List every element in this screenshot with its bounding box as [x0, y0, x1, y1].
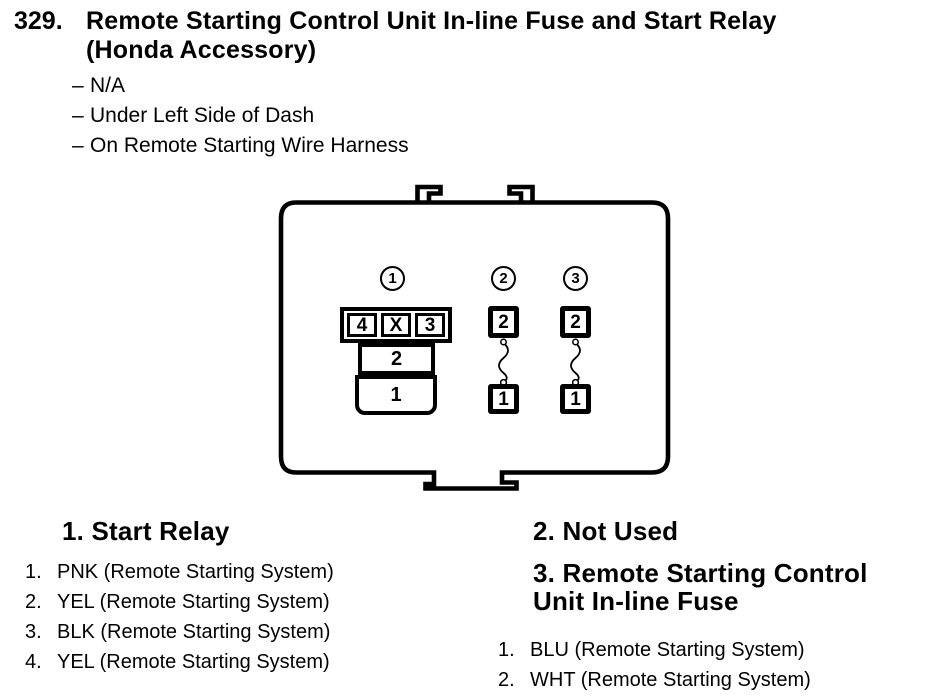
fuse-wire-connector3 — [570, 342, 581, 383]
location-note-text: N/A — [90, 74, 126, 97]
page-title-line2: (Honda Accessory) — [86, 36, 317, 64]
pin-wire-color: BLK (Remote Starting System) — [57, 621, 331, 643]
inline-fuse-pin-list: 1. BLU (Remote Starting System) 2. WHT (… — [498, 635, 811, 695]
page-title-line1: Remote Starting Control Unit In-line Fus… — [86, 7, 777, 35]
pin-number: 2. — [498, 669, 515, 691]
pin-list-item: 2. YEL (Remote Starting System) — [25, 587, 334, 617]
pin-number: 1. — [25, 561, 42, 583]
dash-bullet: – — [72, 104, 84, 127]
pin-wire-color: YEL (Remote Starting System) — [57, 591, 330, 613]
pin-list-item: 3. BLK (Remote Starting System) — [25, 617, 334, 647]
location-note-text: Under Left Side of Dash — [90, 104, 315, 127]
pin-number: 1. — [498, 639, 515, 661]
legend-heading-inline-fuse-line2: Unit In-line Fuse — [533, 586, 739, 616]
pin-list-item: 1. BLU (Remote Starting System) — [498, 635, 811, 665]
connector3-pin-2: 2 — [560, 306, 591, 338]
pin-list-item: 1. PNK (Remote Starting System) — [25, 557, 334, 587]
connector2-label: 2 — [491, 266, 516, 291]
location-notes: – N/A – Under Left Side of Dash – On Rem… — [72, 71, 409, 161]
connector1-pin-4: 4 — [347, 313, 377, 337]
dash-bullet: – — [72, 134, 84, 157]
fuse-wire-connector2 — [498, 342, 509, 383]
connector1-pin-2: 2 — [358, 343, 435, 375]
pin-wire-color: PNK (Remote Starting System) — [57, 561, 334, 583]
start-relay-pin-list: 1. PNK (Remote Starting System) 2. YEL (… — [25, 557, 334, 677]
pin-list-item: 4. YEL (Remote Starting System) — [25, 647, 334, 677]
legend-heading-inline-fuse-line1: 3. Remote Starting Control — [533, 558, 868, 588]
location-note: – N/A — [72, 71, 409, 101]
pin-number: 3. — [25, 621, 42, 643]
connector2-pin-2: 2 — [488, 306, 519, 338]
legend-heading-not-used: 2. Not Used — [533, 516, 679, 546]
dash-bullet: – — [72, 74, 84, 97]
connector1-label: 1 — [380, 266, 405, 291]
pin-number: 4. — [25, 651, 42, 673]
figure-number: 329. — [14, 7, 63, 35]
legend-heading-start-relay: 1. Start Relay — [62, 516, 230, 546]
connector-outline-drawing — [278, 184, 671, 491]
connector1-pin-3: 3 — [415, 313, 445, 337]
location-note-text: On Remote Starting Wire Harness — [90, 134, 409, 157]
connector-body-outline — [278, 200, 671, 491]
pin-wire-color: BLU (Remote Starting System) — [530, 639, 805, 661]
pin-list-item: 2. WHT (Remote Starting System) — [498, 665, 811, 695]
pin-number: 2. — [25, 591, 42, 613]
connector1-top-row: 4 X 3 — [340, 307, 452, 343]
pin-wire-color: WHT (Remote Starting System) — [530, 669, 811, 691]
connector1-pin-1: 1 — [355, 375, 437, 415]
top-left-tab — [415, 184, 443, 204]
pin-wire-color: YEL (Remote Starting System) — [57, 651, 330, 673]
legend-heading-inline-fuse: 3. Remote Starting Control Unit In-line … — [533, 559, 868, 615]
connector1-pin-x: X — [381, 313, 411, 337]
location-note: – On Remote Starting Wire Harness — [72, 131, 409, 161]
wire-terminal-dot — [572, 338, 579, 346]
top-right-tab — [507, 184, 535, 204]
location-note: – Under Left Side of Dash — [72, 101, 409, 131]
connector3-label: 3 — [563, 266, 588, 291]
page-title: Remote Starting Control Unit In-line Fus… — [86, 7, 777, 65]
wire-terminal-dot — [500, 338, 507, 346]
connector3-pin-1: 1 — [560, 384, 591, 414]
connector2-pin-1: 1 — [488, 384, 519, 414]
